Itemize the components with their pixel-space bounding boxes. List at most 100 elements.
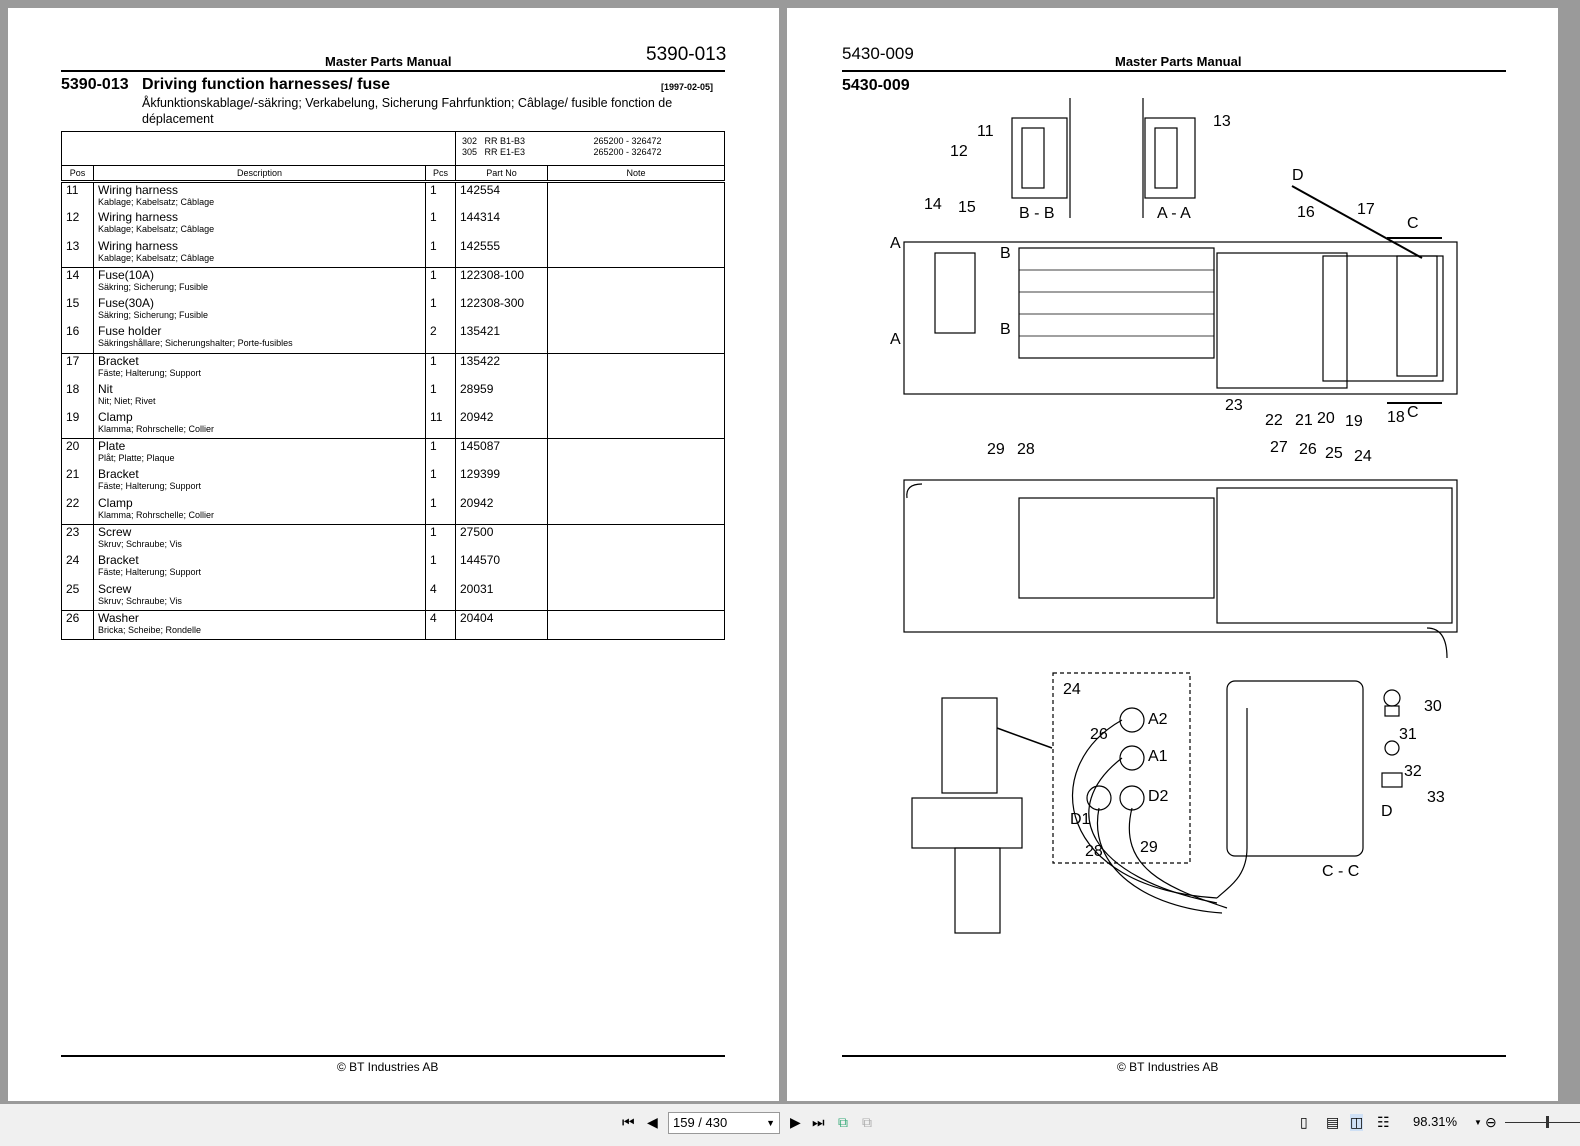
callout-label: D2	[1148, 788, 1169, 805]
pos: 11	[61, 181, 94, 211]
callout-label: 14	[924, 196, 942, 213]
part-no: 20942	[455, 496, 548, 525]
zoom-dropdown-icon[interactable]: ▼	[1474, 1118, 1482, 1127]
callout-label: 32	[1404, 763, 1422, 780]
pcs: 1	[425, 496, 456, 525]
zoom-slider-handle[interactable]	[1546, 1116, 1549, 1128]
note	[547, 467, 725, 497]
note	[547, 295, 725, 325]
pos: 18	[61, 381, 94, 411]
part-no: 145087	[455, 438, 548, 468]
callout-label: 28	[1085, 843, 1103, 860]
callout-label: 22	[1265, 412, 1283, 429]
note	[547, 210, 725, 239]
previous-page-button[interactable]: ◀	[647, 1114, 658, 1130]
callout-label: 30	[1424, 698, 1442, 715]
pcs: 1	[425, 438, 456, 468]
pdf-viewer-toolbar: ⏮ ◀ 159 / 430▼ ▶ ⏭ ⧉ ⧉ ▯ ▤ ◫ ☷ 98.31% ▼ …	[0, 1104, 1580, 1146]
callout-label: A - A	[1157, 205, 1191, 222]
callout-label: 33	[1427, 789, 1445, 806]
pos: 25	[61, 581, 94, 611]
callout-label: C	[1407, 215, 1419, 232]
two-page-continuous-icon[interactable]: ☷	[1377, 1114, 1390, 1130]
single-page-view-icon[interactable]: ▯	[1300, 1114, 1308, 1130]
next-page-button[interactable]: ▶	[790, 1114, 801, 1130]
pos: 26	[61, 609, 94, 639]
part-no: 144314	[455, 210, 548, 239]
rotate-alt-icon[interactable]: ⧉	[862, 1114, 872, 1130]
zoom-level[interactable]: 98.31%	[1413, 1114, 1458, 1129]
callout-label: 21	[1295, 412, 1313, 429]
pos: 23	[61, 524, 94, 554]
continuous-view-icon[interactable]: ▤	[1326, 1114, 1340, 1130]
pcs: 1	[425, 524, 456, 554]
note	[547, 410, 725, 439]
callout-label: C	[1407, 404, 1419, 421]
callout-label: 20	[1317, 410, 1335, 427]
callout-label: 29	[987, 441, 1005, 458]
callout-label: 24	[1354, 448, 1372, 465]
callout-label: 31	[1399, 726, 1417, 743]
part-no: 135422	[455, 352, 548, 382]
pcs: 4	[425, 609, 456, 639]
pcs: 2	[425, 324, 456, 354]
note	[547, 181, 725, 211]
rotate-icon[interactable]: ⧉	[838, 1114, 848, 1130]
two-page-view-icon[interactable]: ◫	[1350, 1114, 1364, 1131]
pcs: 1	[425, 467, 456, 497]
page-code: 5430-009	[842, 44, 914, 63]
first-page-button[interactable]: ⏮	[622, 1114, 635, 1130]
pcs: 1	[425, 352, 456, 382]
part-no: 28959	[455, 381, 548, 411]
page-number-input[interactable]: 159 / 430▼	[668, 1112, 780, 1134]
zoom-out-icon[interactable]: ⊖	[1485, 1114, 1497, 1130]
note	[547, 524, 725, 554]
manual-header: Master Parts Manual	[1115, 54, 1242, 69]
table-row: 14 Fuse(10A)Säkring; Sicherung; Fusible …	[61, 266, 725, 296]
pcs: 1	[425, 553, 456, 582]
zoom-slider[interactable]	[1505, 1122, 1580, 1123]
callout-label: B - B	[1019, 205, 1055, 222]
pos: 21	[61, 467, 94, 497]
note	[547, 324, 725, 354]
callout-label: 17	[1357, 201, 1375, 218]
section-date: [1997-02-05]	[661, 82, 714, 92]
table-row: 15 Fuse(30A)Säkring; Sicherung; Fusible …	[61, 295, 725, 325]
pcs: 4	[425, 581, 456, 611]
part-no: 27500	[455, 524, 548, 554]
note	[547, 266, 725, 296]
pos: 16	[61, 324, 94, 354]
callout-label: 16	[1297, 204, 1315, 221]
exploded-parts-diagram	[903, 98, 1458, 934]
last-page-button[interactable]: ⏭	[812, 1114, 825, 1130]
part-no: 142555	[455, 238, 548, 268]
part-no: 135421	[455, 324, 548, 354]
pos: 20	[61, 438, 94, 468]
pcs: 1	[425, 381, 456, 411]
note	[547, 496, 725, 525]
part-no: 122308-300	[455, 295, 548, 325]
callout-label: 12	[950, 143, 968, 160]
pos: 24	[61, 553, 94, 582]
pcs: 1	[425, 295, 456, 325]
pos: 12	[61, 210, 94, 239]
callout-label: 18	[1387, 409, 1405, 426]
manual-header: Master Parts Manual	[325, 54, 452, 69]
note	[547, 581, 725, 611]
